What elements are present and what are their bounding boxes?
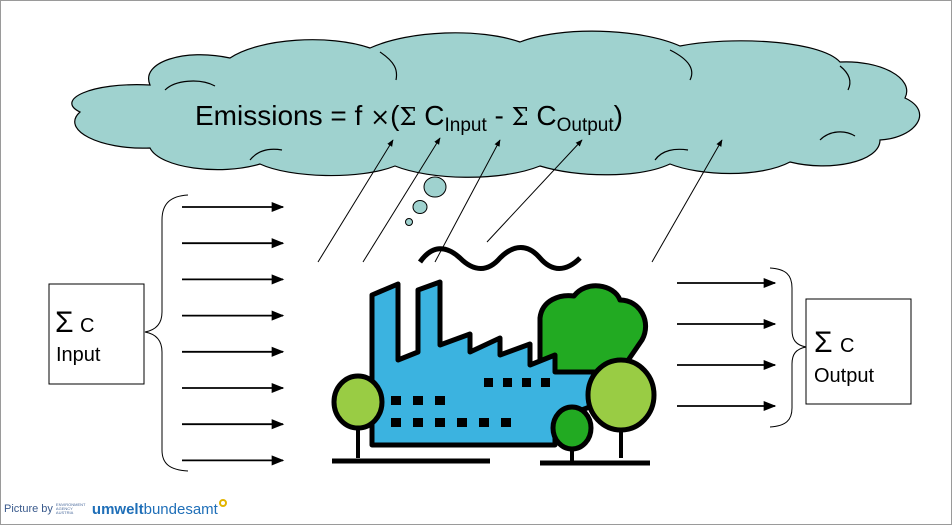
equation-minus: - [487,100,512,131]
emissions-equation: Emissions = f ×(Σ CInput - Σ COutput) [195,100,623,136]
input-brace [144,194,189,472]
tree-dark-small-icon [550,404,594,452]
pointer-line-to-f [317,139,394,263]
input-arrows [182,201,285,466]
output-sigma-symbol: Σ [814,326,833,359]
equation-open-paren: ( [390,100,400,131]
equation-c-input: C [416,100,444,131]
input-label: Input [56,344,101,366]
input-sigma-symbol: Σ [55,306,74,339]
factory-illustration [331,245,657,466]
pointer-line-to-c-output [486,139,583,243]
factory-windows [391,378,550,427]
equation-sigma-output: Σ [512,103,529,131]
output-sum-box: Σ C Output [805,298,912,405]
equation-sigma-input: Σ [400,103,417,131]
input-c-label: C [80,315,94,337]
credit-agency: ENVIRONMENT AGENCY AUSTRIA [55,502,86,515]
output-c-label: C [840,335,854,357]
credit-prefix: Picture by [4,503,53,515]
output-label: Output [814,365,874,387]
tree-dark-large-icon [537,283,649,375]
picture-credit: Picture by ENVIRONMENT AGENCY AUSTRIA um… [4,497,227,521]
equation-lhs: Emissions = f [195,100,370,131]
equation-c-output: C [529,100,557,131]
pointer-lines [317,137,723,263]
equation-times-symbol: × [370,103,390,131]
pointer-line-to-c-input [434,139,501,263]
tree-light-right-icon [585,357,657,433]
pointer-line-to-sum-input [362,137,441,263]
equation-close-paren: ) [614,100,623,131]
output-brace [769,267,807,428]
tree-light-left-icon [331,373,385,431]
credit-brand-regular: bundesamt [143,500,218,518]
equation-subscript-input: Input [444,115,487,136]
smoke-icon [417,245,582,271]
cloud-shape [71,30,921,178]
thought-bubbles [405,176,447,226]
pointer-line-to-output [651,139,723,263]
equation-subscript-output: Output [557,115,615,136]
output-arrows [677,277,777,412]
input-sum-box: Σ C Input [48,283,145,385]
credit-brand-bold: umwelt [91,500,144,518]
logo-ring-icon [218,499,227,507]
